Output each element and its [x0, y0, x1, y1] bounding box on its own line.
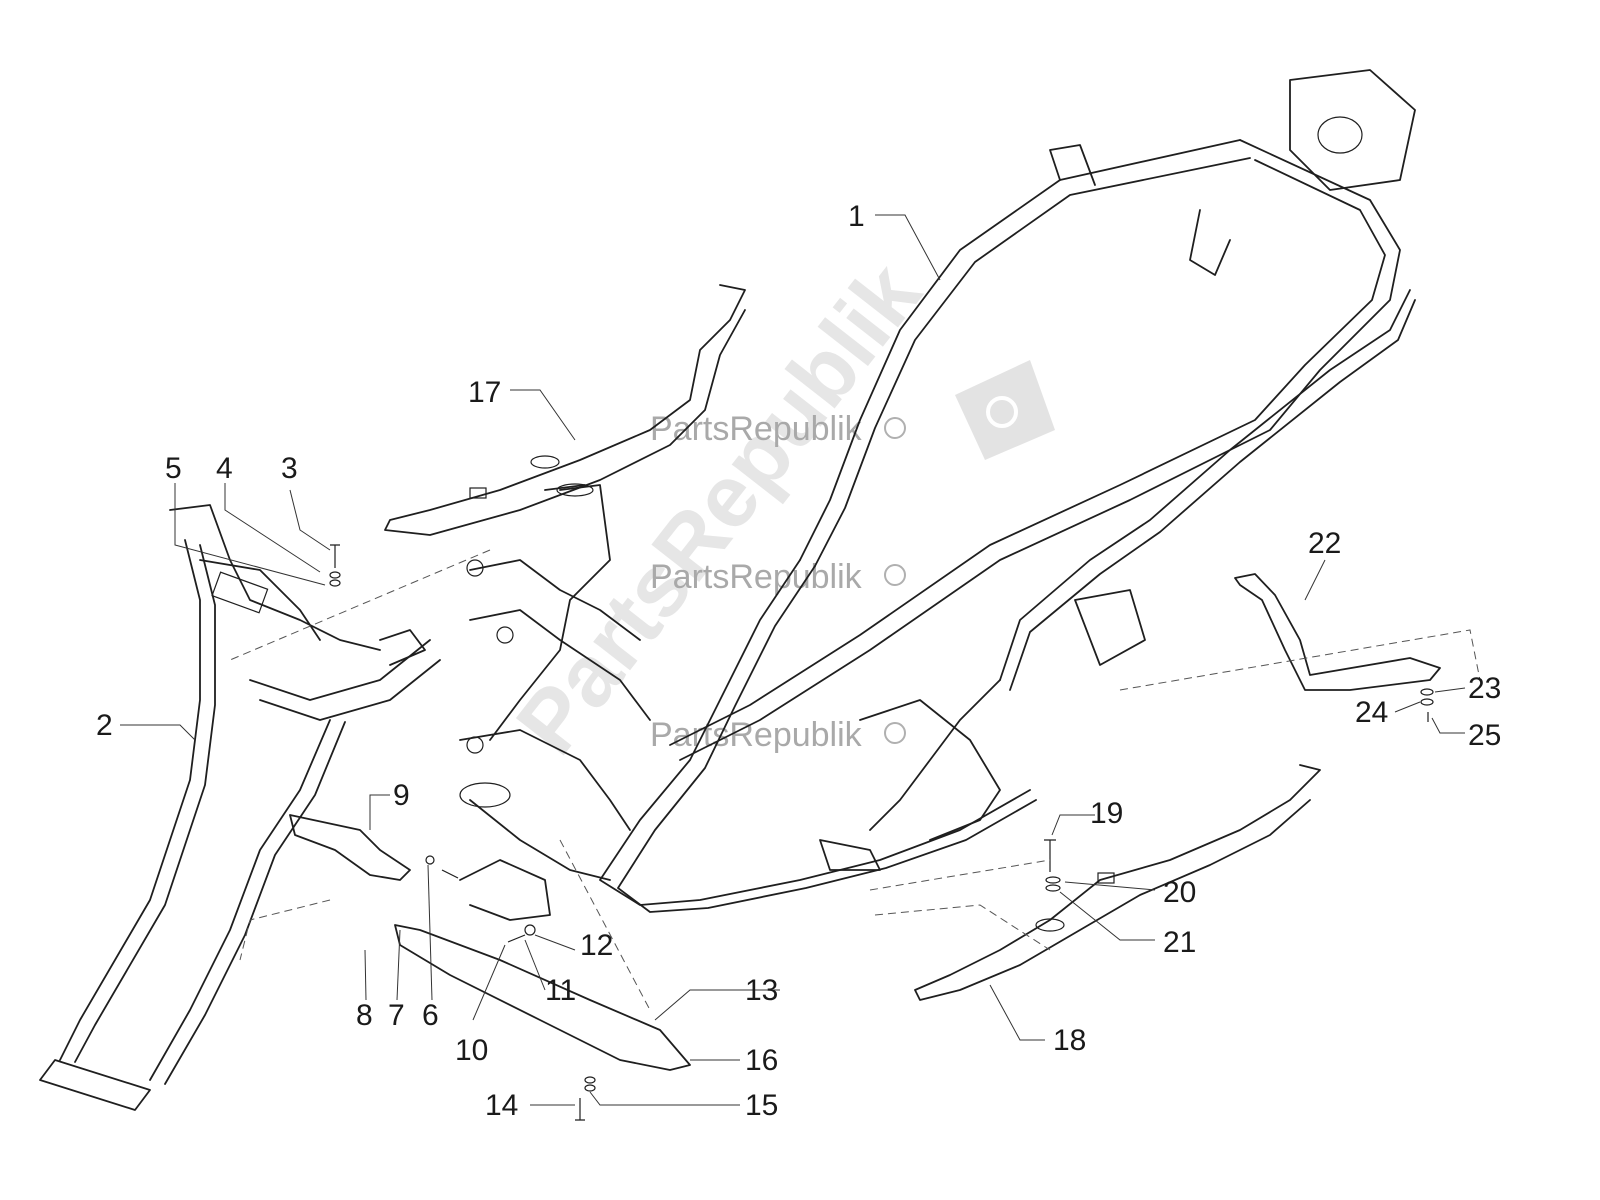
watermark-layer: PartsRepublik PartsRepublik PartsRepubli…: [497, 244, 1055, 772]
main-frame-part: [459, 69, 1416, 913]
callout-25: 25: [1468, 719, 1501, 752]
callout-22: 22: [1308, 527, 1341, 560]
callout-13: 13: [745, 974, 778, 1007]
side-plate-part-13: [394, 859, 691, 1071]
front-subframe-part: [39, 504, 441, 1111]
callout-15: 15: [745, 1089, 778, 1122]
watermark-text-2: PartsRepublik: [650, 558, 863, 596]
callout-8: 8: [356, 999, 373, 1032]
callout-21: 21: [1163, 926, 1196, 959]
callout-1: 1: [848, 200, 865, 233]
callout-14: 14: [485, 1089, 518, 1122]
callout-3: 3: [281, 452, 298, 485]
callout-24: 24: [1355, 696, 1388, 729]
assembly-dashed-lines: [229, 549, 1481, 1011]
watermark-diagonal-text: PartsRepublik: [497, 244, 940, 772]
watermark-text-1: PartsRepublik: [650, 410, 863, 448]
callout-18: 18: [1053, 1024, 1086, 1057]
callout-23: 23: [1468, 672, 1501, 705]
callout-20: 20: [1163, 876, 1196, 909]
callout-2: 2: [96, 709, 113, 742]
fasteners: [329, 544, 1434, 1121]
callout-7: 7: [388, 999, 405, 1032]
callout-19: 19: [1090, 797, 1123, 830]
callout-10: 10: [455, 1034, 488, 1067]
leader-lines: [120, 214, 1466, 1106]
callout-12: 12: [580, 929, 613, 962]
callout-17: 17: [468, 376, 501, 409]
callout-16: 16: [745, 1044, 778, 1077]
callout-4: 4: [216, 452, 233, 485]
watermark-gear-icon: [884, 417, 906, 744]
watermark-flag-logo: [955, 360, 1055, 460]
callout-5: 5: [165, 452, 182, 485]
side-bracket-part-9: [289, 814, 411, 881]
callout-labels: 1 2 3 4 5 6 7 8 9 10 11 12 13 14 15 16 1…: [96, 200, 1501, 1122]
callout-6: 6: [422, 999, 439, 1032]
callout-11: 11: [545, 974, 576, 1007]
rear-bracket-part: [1234, 573, 1441, 691]
callout-9: 9: [393, 779, 410, 812]
left-footrest-bracket-part: [384, 284, 746, 536]
